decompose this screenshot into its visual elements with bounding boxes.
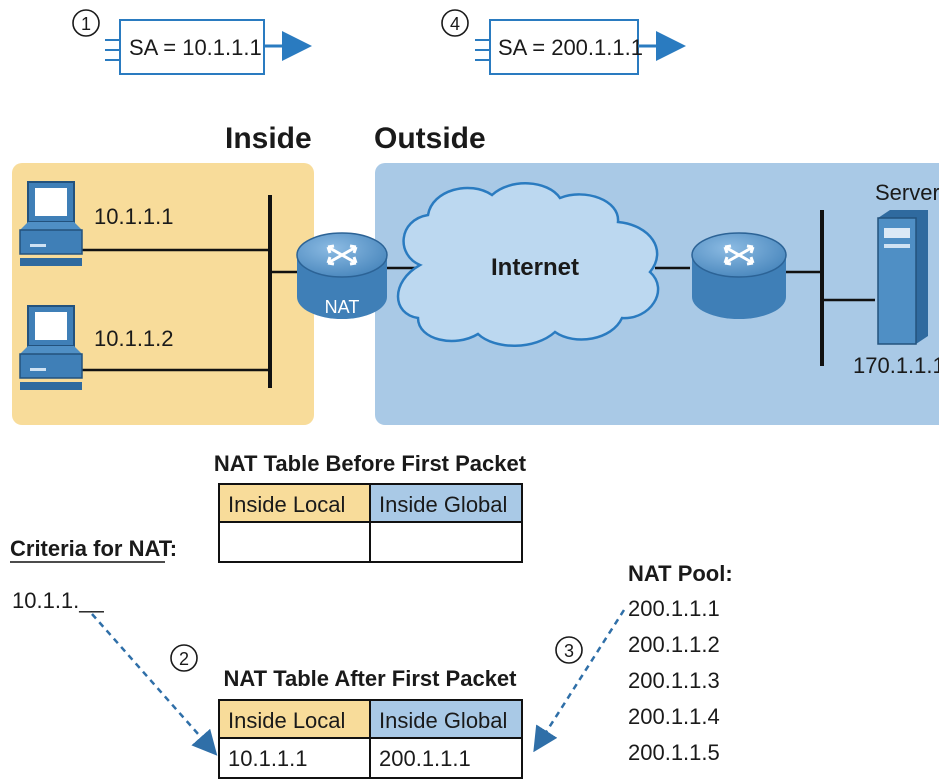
step-3-number: 3 — [564, 641, 574, 661]
pc-1-icon — [19, 181, 83, 266]
table-after-header-global-text: Inside Global — [379, 708, 507, 733]
nat-pool-title: NAT Pool: — [628, 561, 733, 586]
step-1-badge — [72, 9, 100, 37]
server-title: Server — [875, 180, 939, 205]
table-after-header-local-text: Inside Local — [228, 708, 345, 733]
nat-table-before: NAT Table Before First Packet Inside Loc… — [214, 451, 527, 563]
inside-zone — [12, 163, 314, 425]
nat-table-after: NAT Table After First Packet Inside Loca… — [218, 666, 523, 779]
step-4-number: 4 — [450, 14, 460, 34]
step-2-number: 2 — [179, 649, 189, 669]
step-4-badge — [441, 9, 469, 37]
nat-pool-address-2: 200.1.1.2 — [628, 632, 720, 657]
pool-dashed-arrow — [533, 609, 626, 753]
server-icon — [877, 210, 928, 345]
table-before-header-global-text: Inside Global — [379, 492, 507, 517]
table-after-row-global: 200.1.1.1 — [379, 746, 471, 771]
step-2-badge — [170, 644, 198, 672]
inside-title: Inside — [225, 122, 312, 155]
nat-pool-address-1: 200.1.1.1 — [628, 596, 720, 621]
criteria-dashed-arrow — [91, 613, 218, 756]
nat-pool-address-4: 200.1.1.4 — [628, 704, 720, 729]
step-1-number: 1 — [81, 14, 91, 34]
pc-2-icon — [19, 305, 83, 390]
nat-router-label: NAT — [325, 297, 360, 317]
packet-4-label: SA = 200.1.1.1 — [498, 35, 643, 60]
table-after-header-global — [369, 699, 523, 739]
table-before-cell-local — [218, 521, 371, 563]
nat-router-icon — [296, 232, 388, 319]
host-1-ip: 10.1.1.1 — [94, 204, 174, 229]
table-after-cell-global — [369, 737, 523, 779]
nat-table-before-title: NAT Table Before First Packet — [214, 451, 527, 476]
nat-table-after-title: NAT Table After First Packet — [224, 666, 518, 691]
nat-pool-address-5: 200.1.1.5 — [628, 740, 720, 765]
outside-title: Outside — [374, 122, 486, 155]
internet-label: Internet — [491, 254, 579, 281]
host-2-ip: 10.1.1.2 — [94, 326, 174, 351]
criteria-value: 10.1.1.__ — [12, 588, 105, 613]
table-before-header-global — [369, 483, 523, 523]
table-after-row-local: 10.1.1.1 — [228, 746, 308, 771]
packet-4-box — [489, 19, 639, 75]
table-before-header-local — [218, 483, 371, 523]
packet-1-box — [119, 19, 265, 75]
nat-pool-address-3: 200.1.1.3 — [628, 668, 720, 693]
packet-4: 4 SA = 200.1.1.1 — [441, 9, 686, 75]
outside-router-icon — [691, 232, 787, 319]
table-after-cell-local — [218, 737, 371, 779]
server-ip: 170.1.1.1 — [853, 353, 939, 378]
internet-cloud-icon — [396, 182, 660, 347]
packet-1-label: SA = 10.1.1.1 — [129, 35, 262, 60]
table-before-cell-global — [369, 521, 523, 563]
criteria-title: Criteria for NAT: — [10, 536, 177, 561]
packet-1-tab — [105, 39, 120, 61]
table-before-header-local-text: Inside Local — [228, 492, 345, 517]
step-3-badge — [555, 636, 583, 664]
packet-1: 1 SA = 10.1.1.1 — [72, 9, 312, 75]
packet-4-tab — [475, 39, 490, 61]
